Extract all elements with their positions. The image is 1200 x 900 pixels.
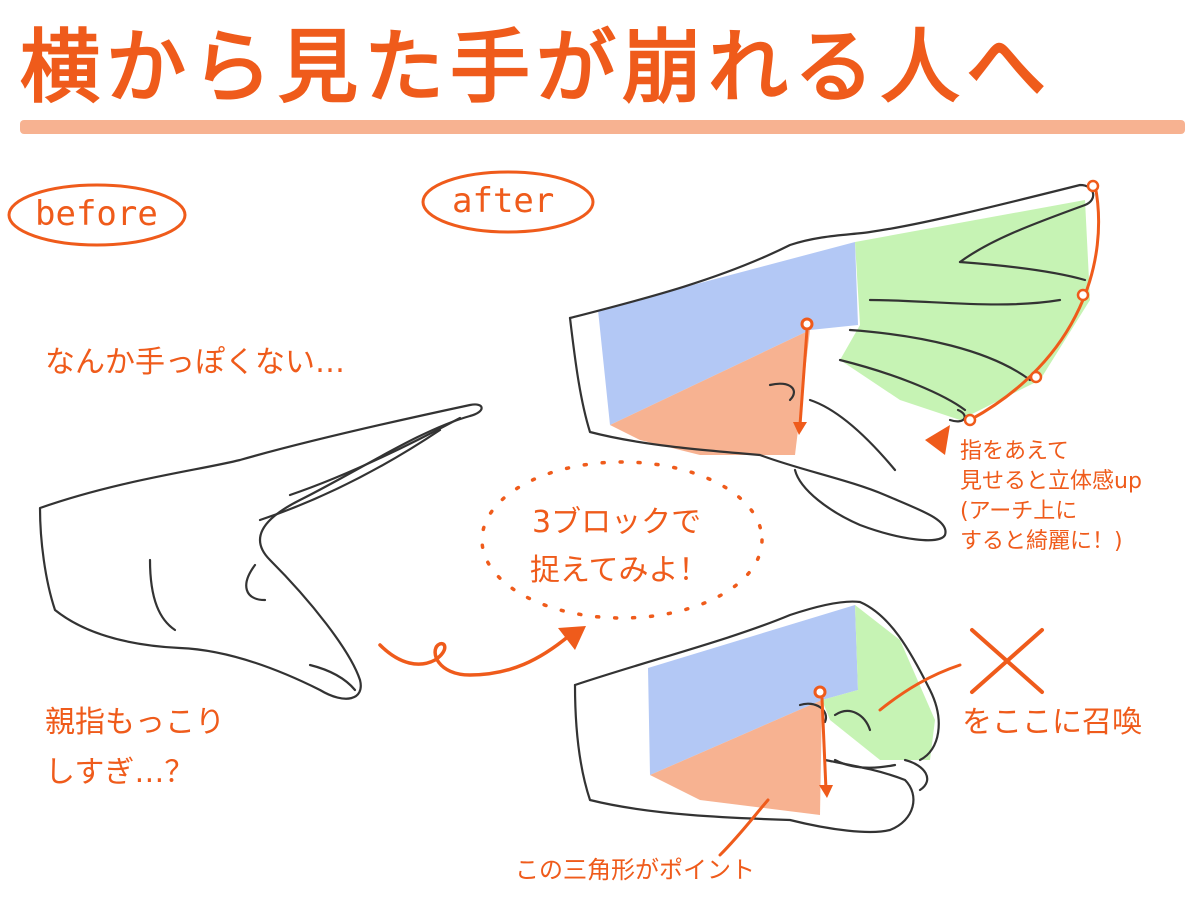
finger-tip-note-4: すると綺麗に！) bbox=[960, 529, 1123, 554]
finger-tip-note-1: 指をあえて bbox=[960, 439, 1069, 464]
after-hand-open-lines bbox=[568, 183, 1095, 542]
orange-block-open bbox=[610, 330, 810, 455]
green-block-fist bbox=[822, 605, 935, 760]
arch-knuckle-points bbox=[963, 179, 1100, 427]
arch-arrow bbox=[968, 183, 1101, 422]
after-pill-outline bbox=[421, 170, 595, 234]
before-pill-outline bbox=[7, 183, 187, 247]
arch-arrow-head bbox=[925, 425, 950, 455]
thumb-down-arrow-fist-head bbox=[819, 785, 833, 798]
green-block-open bbox=[840, 200, 1090, 420]
transition-arrow bbox=[378, 633, 572, 677]
after-label: after bbox=[452, 181, 555, 221]
orange-block-fist bbox=[650, 700, 822, 815]
after-hand-fist-lines bbox=[573, 600, 940, 834]
bubble-outline bbox=[480, 460, 764, 620]
before-label: before bbox=[35, 194, 158, 234]
x-pointer-line bbox=[878, 663, 962, 712]
blue-block-fist bbox=[648, 605, 858, 775]
x-mark bbox=[970, 628, 1044, 694]
title-underline bbox=[20, 120, 1185, 134]
x-note: をここに召喚 bbox=[962, 705, 1142, 740]
bubble-text-1: 3ブロックで bbox=[532, 505, 702, 540]
finger-tip-note-3: (アーチ上に bbox=[960, 499, 1078, 524]
thumb-down-arrow-open-head bbox=[793, 422, 807, 435]
page-title: 横から見た手が崩れる人へ bbox=[20, 21, 1052, 114]
before-hand-drawing bbox=[38, 403, 483, 700]
before-note-1: なんか手っぽくない… bbox=[45, 345, 345, 380]
after-hand-fist-blocks bbox=[648, 605, 935, 815]
finger-tip-note-2: 見せると立体感up bbox=[960, 469, 1142, 494]
triangle-note: この三角形がポイント bbox=[515, 856, 755, 884]
transition-arrow-head bbox=[558, 626, 586, 650]
blue-block-open bbox=[598, 242, 858, 425]
thumb-down-arrow-open bbox=[798, 317, 814, 426]
triangle-pointer-line bbox=[718, 798, 770, 857]
bubble-text-2: 捉えてみよ！ bbox=[530, 553, 709, 588]
thumb-down-arrow-fist bbox=[813, 685, 828, 791]
after-hand-open-blocks bbox=[598, 200, 1090, 455]
before-note-2a: 親指もっこり bbox=[45, 705, 225, 740]
before-note-2b: しすぎ…？ bbox=[45, 755, 195, 790]
